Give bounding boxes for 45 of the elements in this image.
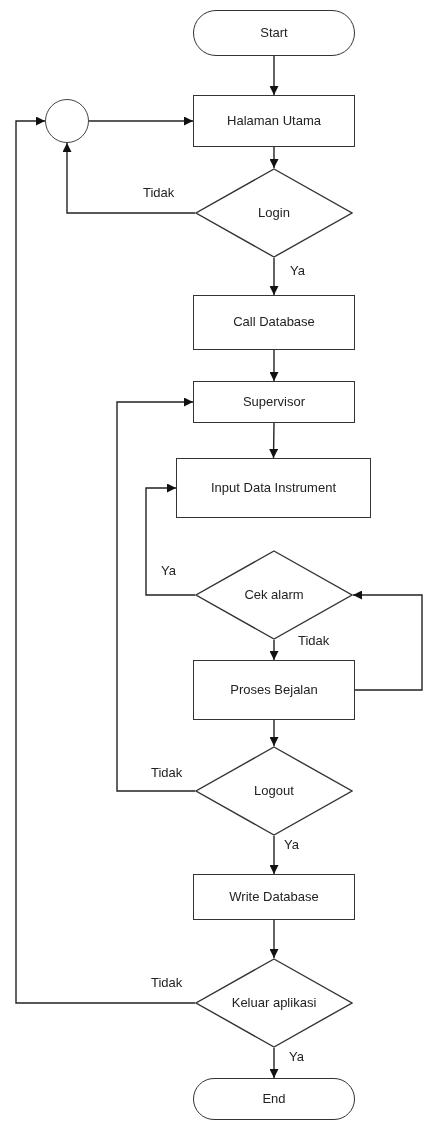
arrow — [269, 919, 279, 959]
edge-label: Ya — [160, 564, 177, 577]
arrow — [269, 257, 279, 296]
node-text: Logout — [253, 782, 295, 800]
arrow — [269, 639, 279, 661]
node-text: Halaman Utama — [226, 112, 322, 130]
node-text: Supervisor — [241, 393, 307, 411]
process-box — [193, 874, 355, 920]
arrow — [269, 835, 279, 875]
process-box — [193, 95, 355, 147]
edge-label: Tidak — [142, 186, 176, 199]
arrow — [269, 349, 279, 382]
decision-diamond — [195, 958, 353, 1048]
node-text: Start — [259, 24, 289, 42]
node-text: Cek alarm — [243, 586, 305, 604]
arrow — [352, 590, 423, 691]
edge-label: Ya — [288, 1050, 305, 1063]
node-text: Login — [257, 204, 291, 222]
process-box — [193, 660, 355, 720]
node-text: End — [261, 1090, 287, 1108]
edge-label: Ya — [289, 264, 306, 277]
arrow — [15, 116, 196, 1004]
node-text: Keluar aplikasi — [230, 994, 318, 1012]
arrow — [116, 397, 196, 792]
arrow — [269, 55, 279, 96]
edge-label: Ya — [283, 838, 300, 851]
arrow — [88, 116, 194, 126]
edge-label: Tidak — [297, 634, 331, 647]
node-text: Proses Bejalan — [229, 681, 319, 699]
decision-diamond — [195, 746, 353, 836]
decision-diamond — [195, 168, 353, 258]
arrow — [269, 146, 279, 169]
arrow — [269, 719, 279, 747]
node-text: Input Data Instrument — [210, 479, 337, 497]
node-text: Call Database — [232, 314, 316, 331]
edge-label: Tidak — [150, 766, 184, 779]
process-box — [193, 295, 355, 350]
arrow — [269, 1047, 279, 1079]
arrow — [145, 483, 196, 596]
arrow — [62, 142, 196, 214]
arrow — [269, 422, 279, 459]
process-box — [176, 458, 371, 518]
edge-label: Tidak — [150, 976, 184, 989]
process-box — [193, 381, 355, 423]
node-text: Write Database — [228, 888, 320, 906]
